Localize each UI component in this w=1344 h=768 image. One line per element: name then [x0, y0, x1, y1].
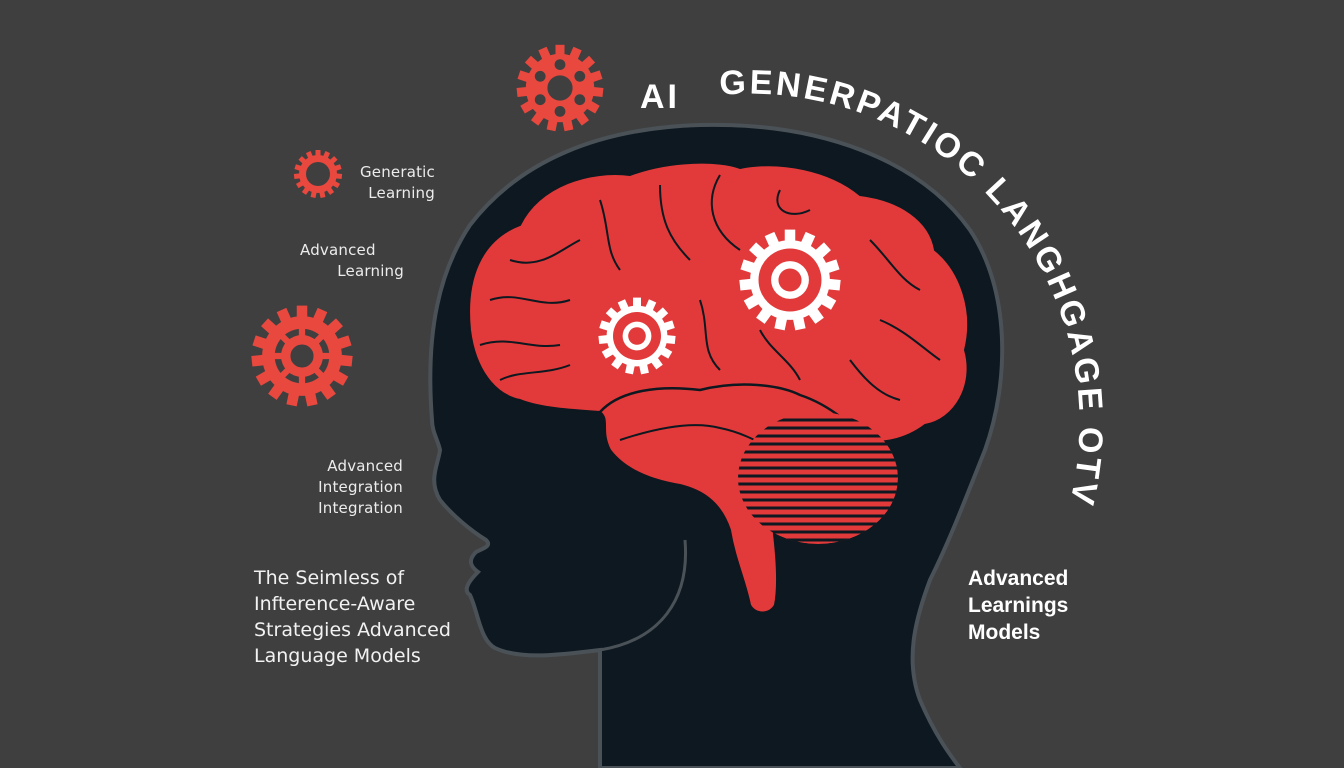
brain-icon [468, 161, 970, 614]
top-gear-icon [516, 44, 604, 132]
left-large-gear-icon [251, 305, 353, 407]
advanced-learning-label: Advanced Learning [300, 240, 404, 282]
seamless-strategies-label: The Seimless of Infterence-Aware Strateg… [254, 565, 484, 669]
advanced-learnings-models-label: Advanced Learnings Models [968, 565, 1108, 646]
label-line: Integration [318, 478, 403, 496]
label-line: Advanced [968, 567, 1069, 590]
brain-gear-large-icon [739, 229, 841, 331]
label-line: Generatic [359, 163, 435, 181]
title-prefix: AI [640, 78, 680, 116]
brain-gear-small-icon [598, 297, 676, 375]
label-line: Advanced [300, 241, 376, 259]
label-line: Learning [368, 184, 435, 202]
label-line: Learning [337, 262, 404, 280]
label-line: Infterence-Aware [254, 593, 416, 615]
generatic-gear-icon [293, 150, 343, 198]
generatic-learning-label: Generatic Learning [340, 162, 435, 204]
label-line: Models [968, 621, 1041, 644]
label-line: The Seimless of [254, 567, 405, 589]
advanced-integration-label: Advanced Integration Integration [300, 456, 403, 519]
label-line: Learnings [968, 594, 1069, 617]
label-line: Language Models [254, 645, 421, 667]
label-line: Integration [318, 499, 403, 517]
label-line: Strategies Advanced [254, 619, 451, 641]
label-line: Advanced [327, 457, 403, 475]
